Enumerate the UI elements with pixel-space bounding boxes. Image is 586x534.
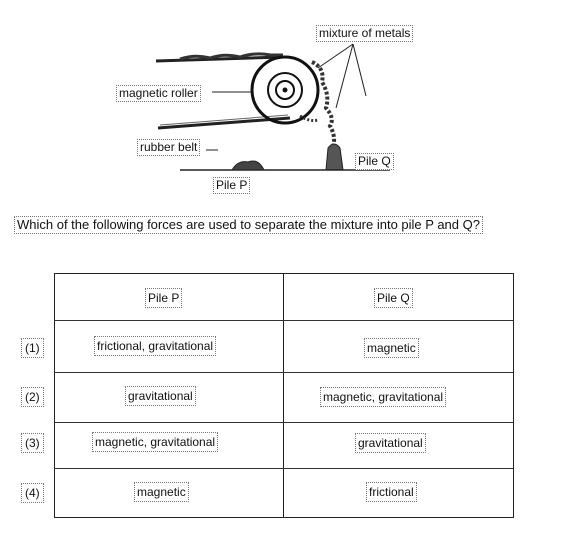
header-pile-p: Pile P	[145, 288, 183, 308]
pile-q-shape	[325, 143, 344, 171]
belt-label: rubber belt	[137, 139, 201, 156]
option-number: (2)	[21, 387, 44, 407]
question-text: Which of the following forces are used t…	[14, 216, 483, 234]
header-pile-q: Pile Q	[374, 288, 413, 308]
table-row-divider	[54, 372, 513, 373]
belt-top	[155, 55, 284, 63]
pile-p-label: Pile P	[213, 177, 251, 194]
option-3-pile-q: gravitational	[355, 433, 426, 453]
option-1-pile-p: frictional, gravitational	[94, 336, 217, 356]
roller-label: magnetic roller	[116, 85, 201, 102]
falling-mixture	[311, 60, 337, 151]
option-2-pile-p: gravitational	[125, 386, 196, 406]
option-4-pile-p: magnetic	[134, 482, 189, 502]
option-3-pile-p: magnetic, gravitational	[92, 432, 219, 452]
option-number: (4)	[21, 483, 44, 503]
option-number: (1)	[21, 338, 44, 358]
table-row-divider	[54, 320, 513, 321]
table-row-divider	[54, 468, 513, 469]
pile-q-label: Pile Q	[355, 153, 394, 170]
pile-p-shape	[231, 160, 265, 171]
magnetic-roller	[250, 55, 320, 125]
option-4-pile-q: frictional	[366, 482, 417, 502]
option-number: (3)	[21, 433, 44, 453]
table-column-divider	[283, 273, 284, 517]
table-row-divider	[54, 422, 513, 423]
option-1-pile-q: magnetic	[364, 338, 419, 358]
mixture-label: mixture of metals	[316, 25, 414, 42]
answer-table	[54, 273, 514, 518]
mixture-on-belt	[179, 52, 283, 61]
option-2-pile-q: magnetic, gravitational	[320, 387, 447, 407]
conveyor-diagram	[155, 43, 390, 171]
